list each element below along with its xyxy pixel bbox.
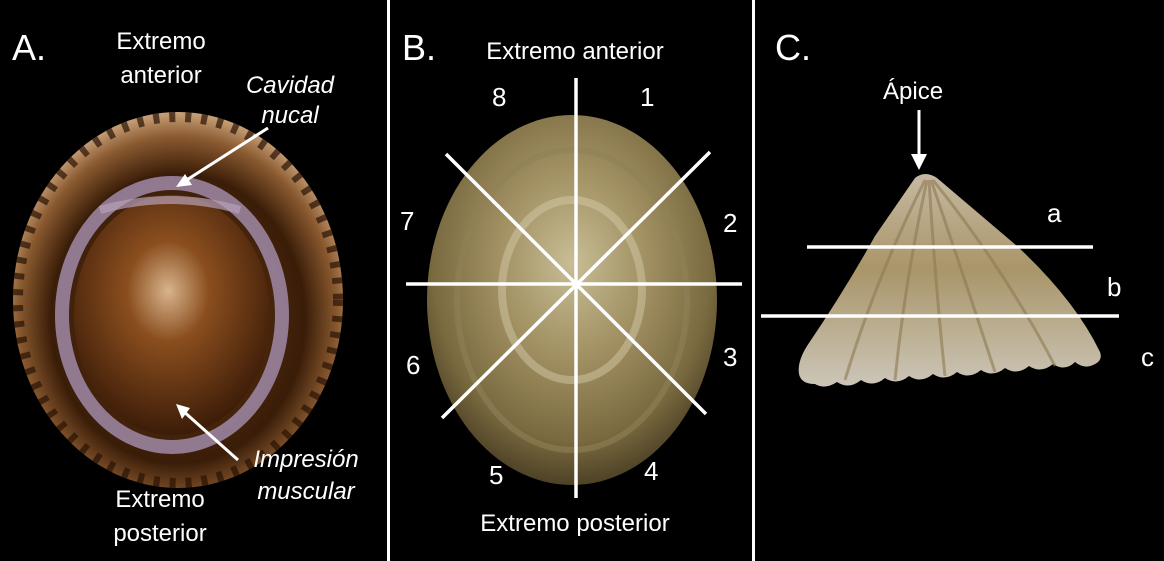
panel-c-lateral-view: C. Ápice a b c — [755, 0, 1164, 561]
apex-label: Ápice — [883, 80, 943, 104]
sector-1-label: 1 — [640, 84, 654, 110]
panel-b-dorsal-view: B. Extremo anterior Extremo posterior 1 … — [390, 0, 752, 561]
sector-2-label: 2 — [723, 210, 737, 236]
posterior-label-line2: posterior — [100, 522, 220, 546]
level-c-label: c — [1141, 344, 1154, 370]
muscle-impression-label-line2: muscular — [236, 480, 376, 504]
anterior-label-line1: Extremo — [106, 30, 216, 54]
posterior-end-label: Extremo posterior — [445, 512, 705, 536]
apex-arrow-head — [911, 154, 927, 170]
panel-b-letter: B. — [402, 30, 436, 66]
nucal-cavity-label-line1: Cavidad — [230, 74, 350, 98]
sector-6-label: 6 — [406, 352, 420, 378]
sector-8-label: 8 — [492, 84, 506, 110]
anterior-label-line2: anterior — [106, 64, 216, 88]
shell-dorsal-body — [427, 115, 717, 485]
sector-3-label: 3 — [723, 344, 737, 370]
posterior-label-line1: Extremo — [100, 488, 220, 512]
panel-c-letter: C. — [775, 30, 811, 66]
sector-7-label: 7 — [400, 208, 414, 234]
level-b-label: b — [1107, 274, 1121, 300]
shell-lateral-illustration — [755, 0, 1164, 561]
panel-a-ventral-view: A. Extremo anterior Cavidad nucal Impres… — [0, 0, 387, 561]
panel-a-letter: A. — [12, 30, 46, 66]
sector-4-label: 4 — [644, 458, 658, 484]
muscle-impression-label-line1: Impresión — [236, 448, 376, 472]
shell-inner-cavity — [74, 195, 270, 435]
anterior-end-label: Extremo anterior — [450, 40, 700, 64]
level-a-label: a — [1047, 200, 1061, 226]
sector-5-label: 5 — [489, 462, 503, 488]
nucal-cavity-label-line2: nucal — [240, 104, 340, 128]
shell-dorsal-illustration — [390, 0, 752, 561]
